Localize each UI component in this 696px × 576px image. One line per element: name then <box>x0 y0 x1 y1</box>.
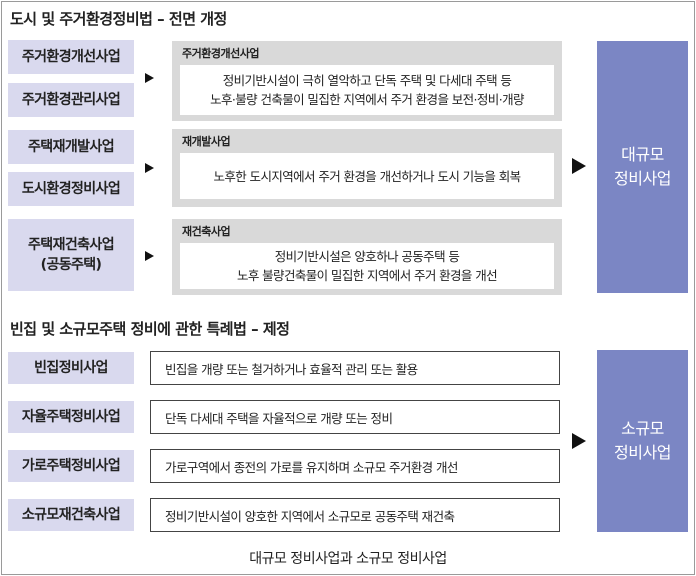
pill-reconstruction-line2: (공동주택) <box>40 257 102 273</box>
figure-caption: 대규모 정비사업과 소규모 정비사업 <box>249 551 447 567</box>
pill-housing-improvement: 주거환경개선사업 <box>8 40 134 74</box>
result-line: 소규모 <box>621 419 664 438</box>
pill-vacant-house: 빈집정비사업 <box>8 352 134 384</box>
desc-small-reconstruction: 정비기반시설이 양호한 지역에서 소규모로 공동주택 재건축 <box>150 498 560 532</box>
pill-autonomous-housing: 자율주택정비사업 <box>8 401 134 433</box>
detail-title: 주거환경개선사업 <box>182 47 259 60</box>
detail-line: 정비기반시설은 양호하나 공동주택 등 <box>274 249 460 264</box>
result-small-scale: 소규모 정비사업 <box>597 350 688 532</box>
pill-street-housing: 가로주택정비사업 <box>8 450 134 482</box>
result-large-scale: 대규모 정비사업 <box>597 41 688 293</box>
result-line: 정비사업 <box>614 443 671 462</box>
section1-title: 도시 및 주거환경정비법 – 전면 개정 <box>10 10 227 28</box>
desc-autonomous-housing: 단독 다세대 주택을 자율적으로 개량 또는 정비 <box>150 400 560 434</box>
detail-text: 정비기반시설이 극히 열악하고 단독 주택 및 다세대 주택 등 노후·불량 건… <box>180 65 554 115</box>
pill-reconstruction: 주택재건축사업 (공동주택) <box>8 219 134 291</box>
detail-box-reconstruction: 재건축사업 정비기반시설은 양호하나 공동주택 등 노후 불량건축물이 밀집한 … <box>172 219 562 295</box>
result-line: 정비사업 <box>614 169 671 188</box>
detail-title: 재건축사업 <box>182 225 231 238</box>
detail-line: 정비기반시설이 극히 열악하고 단독 주택 및 다세대 주택 등 <box>222 73 512 88</box>
arrow-icon <box>145 163 154 173</box>
detail-text: 정비기반시설은 양호하나 공동주택 등 노후 불량건축물이 밀집한 지역에서 주… <box>180 243 554 289</box>
pill-housing-redevelopment: 주택재개발사업 <box>8 130 134 164</box>
arrow-icon <box>572 433 586 449</box>
pill-small-reconstruction: 소규모재건축사업 <box>8 499 134 531</box>
detail-box-redevelopment: 재개발사업 노후한 도시지역에서 주거 환경을 개선하거나 도시 기능을 회복 <box>172 129 562 207</box>
detail-line: 노후한 도시지역에서 주거 환경을 개선하거나 도시 기능을 회복 <box>213 168 521 184</box>
pill-reconstruction-line1: 주택재건축사업 <box>28 237 115 253</box>
arrow-icon <box>145 251 154 261</box>
detail-text: 노후한 도시지역에서 주거 환경을 개선하거나 도시 기능을 회복 <box>180 153 554 199</box>
arrow-icon <box>145 73 154 83</box>
detail-line: 노후·불량 건축물이 밀집한 지역에서 주거 환경을 보전·정비·개량 <box>210 92 524 107</box>
detail-box-housing-improvement: 주거환경개선사업 정비기반시설이 극히 열악하고 단독 주택 및 다세대 주택 … <box>172 41 562 121</box>
arrow-icon <box>572 158 586 174</box>
pill-housing-management: 주거환경관리사업 <box>8 83 134 117</box>
desc-vacant-house: 빈집을 개량 또는 철거하거나 효율적 관리 또는 활용 <box>150 351 560 385</box>
desc-street-housing: 가로구역에서 종전의 가로를 유지하며 소규모 주거환경 개선 <box>150 449 560 483</box>
section2-title: 빈집 및 소규모주택 정비에 관한 특례법 – 제정 <box>10 320 290 338</box>
pill-urban-environment: 도시환경정비사업 <box>8 172 134 206</box>
detail-title: 재개발사업 <box>182 135 231 148</box>
result-line: 대규모 <box>621 145 664 164</box>
detail-line: 노후 불량건축물이 밀집한 지역에서 주거 환경을 개선 <box>236 268 498 283</box>
